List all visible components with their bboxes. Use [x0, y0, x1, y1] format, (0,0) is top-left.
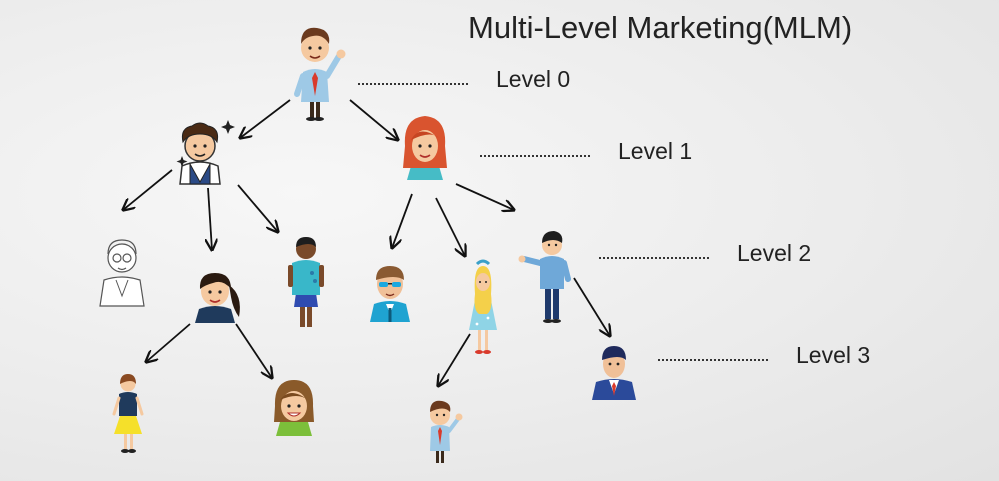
arrow-root-man-red-tie-to-redhead-woman	[349, 99, 398, 140]
arrow-ponytail-girl-to-smiling-woman-green	[235, 323, 272, 378]
person-small-man-red-tie	[430, 400, 463, 463]
arrow-curly-boy-vest-to-sketch-grandpa	[123, 169, 173, 210]
arrow-root-man-red-tie-to-curly-boy-vest	[240, 99, 291, 138]
person-sketch-grandpa	[99, 239, 145, 307]
arrow-redhead-woman-to-blonde-girl	[435, 197, 465, 256]
person-ponytail-girl	[195, 273, 240, 323]
person-redhead-woman	[403, 116, 447, 180]
level-3-marker: Level 3	[658, 342, 870, 369]
person-man-sunglasses	[370, 266, 410, 322]
person-root-man-red-tie	[294, 27, 346, 121]
person-pointing-man-apu	[518, 231, 571, 323]
dotted-leader	[658, 358, 768, 361]
person-man-blue-shirt	[288, 237, 324, 327]
person-woman-yellow-skirt	[112, 374, 144, 453]
arrow-redhead-woman-to-man-sunglasses	[392, 193, 413, 248]
level-3-label: Level 3	[796, 342, 871, 368]
dotted-leader	[599, 256, 709, 259]
arrows-layer	[123, 99, 610, 386]
arrow-ponytail-girl-to-woman-yellow-skirt	[146, 323, 191, 362]
dotted-leader	[480, 154, 590, 157]
arrow-curly-boy-vest-to-ponytail-girl	[208, 187, 212, 250]
level-0-marker: Level 0	[358, 66, 570, 93]
person-smiling-woman-green	[274, 380, 314, 436]
arrow-redhead-woman-to-pointing-man-apu	[455, 183, 514, 210]
level-1-marker: Level 1	[480, 138, 692, 165]
level-2-label: Level 2	[737, 240, 812, 266]
dotted-leader	[358, 82, 468, 85]
arrow-curly-boy-vest-to-man-blue-shirt	[237, 184, 278, 232]
person-blonde-girl	[469, 259, 497, 354]
person-businessman-suit	[592, 346, 636, 400]
level-1-label: Level 1	[618, 138, 693, 164]
person-curly-boy-vest	[176, 120, 235, 185]
level-0-label: Level 0	[496, 66, 571, 92]
arrow-blonde-girl-to-small-man-red-tie	[438, 333, 471, 386]
level-2-marker: Level 2	[599, 240, 811, 267]
arrow-pointing-man-apu-to-businessman-suit	[573, 277, 610, 336]
diagram-title: Multi-Level Marketing(MLM)	[468, 10, 853, 45]
